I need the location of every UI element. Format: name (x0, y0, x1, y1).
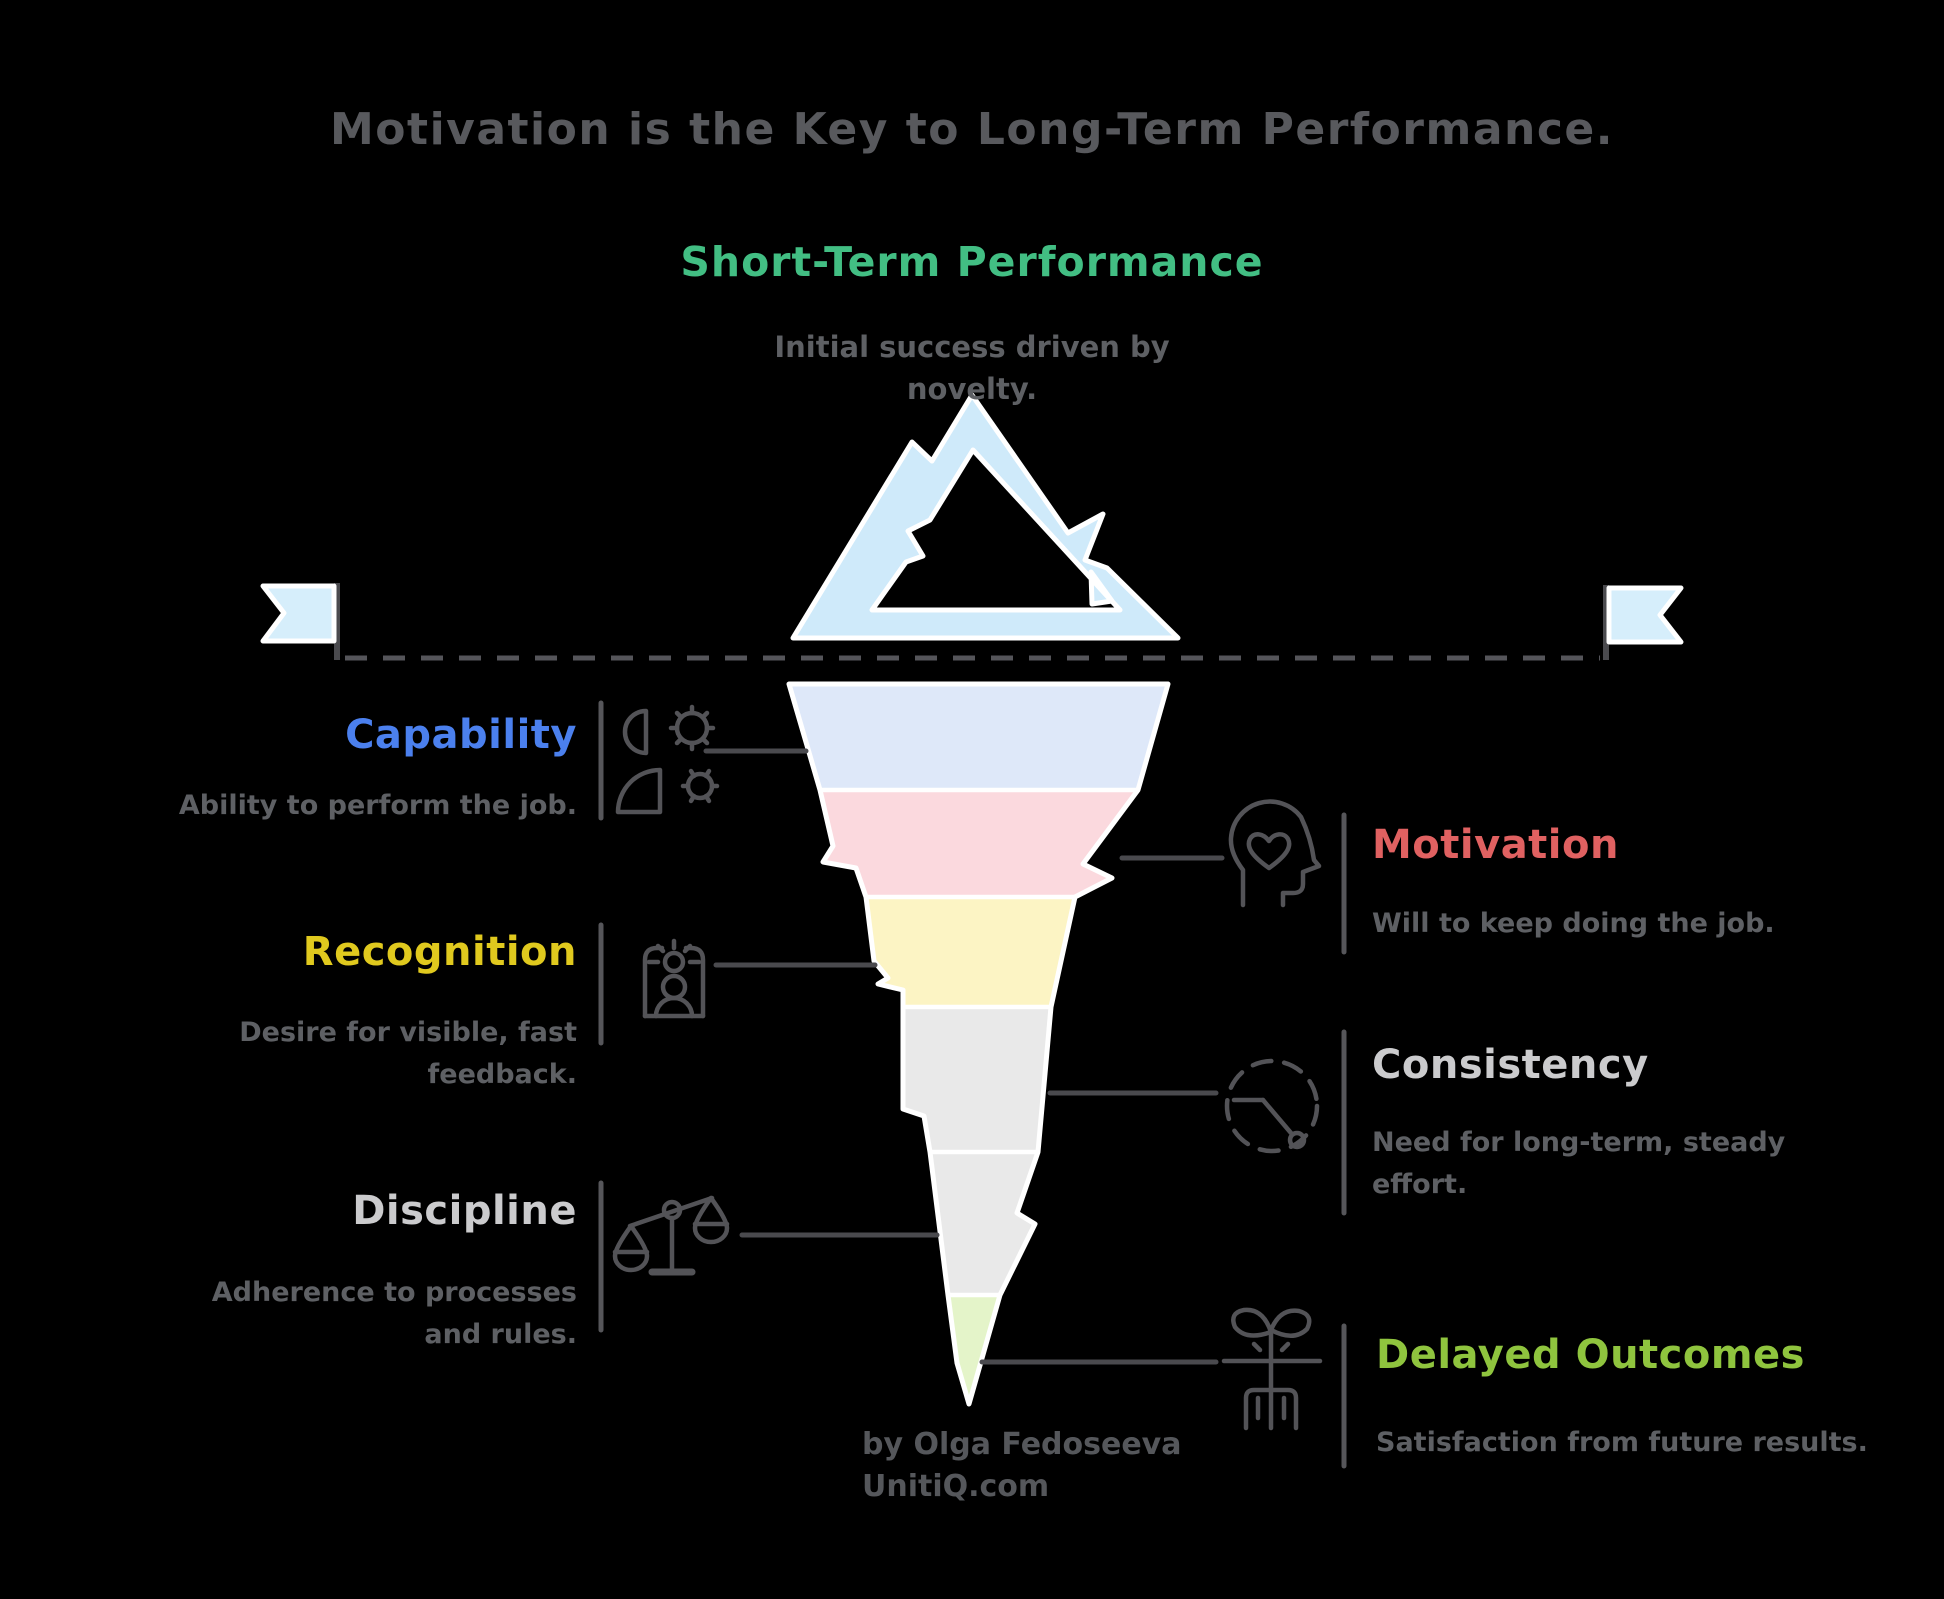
segment-discipline (789, 1152, 1168, 1295)
label-consistency: Consistency (1372, 1042, 1649, 1088)
segment-recognition (789, 897, 1168, 1007)
segment-motivation (789, 790, 1168, 897)
sprout-roots-icon (1221, 1307, 1323, 1431)
flag-right-icon (1603, 585, 1684, 660)
balance-scales-icon (612, 1195, 730, 1276)
surface-heading: Short-Term Performance (680, 238, 1264, 286)
credit-site: UnitiQ.com (862, 1469, 1050, 1504)
description-discipline: Adherence to processes and rules. (211, 1277, 577, 1350)
iceberg-outline (786, 681, 1171, 1407)
page-title: Motivation is the Key to Long-Term Perfo… (330, 104, 1614, 155)
description-delayed-outcomes: Satisfaction from future results. (1376, 1427, 1868, 1458)
iceberg-segments (789, 684, 1168, 1404)
divider-bars (598, 700, 1347, 1469)
description-recognition: Desire for visible, fast feedback. (239, 1017, 577, 1090)
mountain-icon (790, 392, 1181, 641)
description-motivation: Will to keep doing the job. (1372, 908, 1775, 939)
label-recognition: Recognition (302, 929, 577, 975)
flag-left-icon (260, 583, 340, 660)
connector-lines (703, 748, 1225, 1365)
surface-subtitle: Initial success driven by novelty. (774, 330, 1170, 407)
credit: by Olga Fedoseeva UnitiQ.com (862, 1424, 1181, 1508)
label-motivation: Motivation (1372, 822, 1619, 868)
segment-capability (789, 684, 1168, 790)
badge-person-icon (642, 938, 706, 1019)
label-delayed-outcomes: Delayed Outcomes (1376, 1332, 1805, 1378)
description-consistency: Need for long-term, steady effort. (1372, 1127, 1786, 1200)
label-capability: Capability (345, 712, 577, 758)
label-discipline: Discipline (352, 1188, 577, 1234)
segment-consistency (789, 1007, 1168, 1152)
credit-author: by Olga Fedoseeva (862, 1427, 1182, 1462)
dashed-clock-icon (1224, 1058, 1320, 1154)
person-gear-icon (615, 704, 720, 815)
description-capability: Ability to perform the job. (178, 790, 577, 821)
head-heart-icon (1228, 799, 1322, 908)
segment-delayed-outcomes (789, 1295, 1168, 1404)
